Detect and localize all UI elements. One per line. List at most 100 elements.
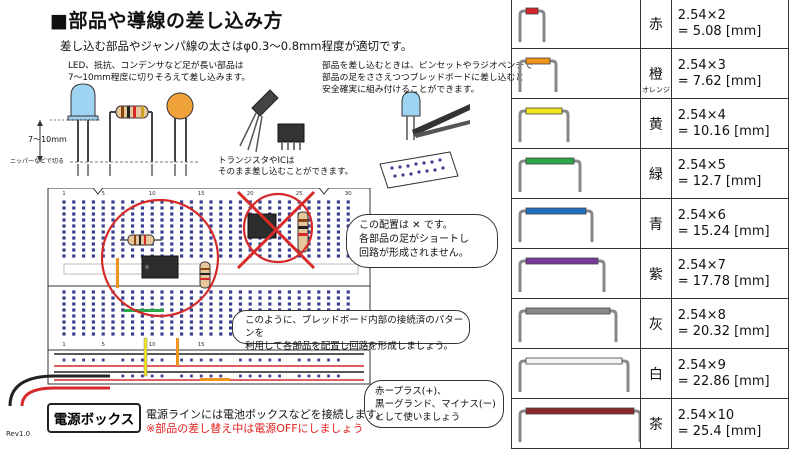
board-hole	[150, 212, 154, 216]
board-hole	[111, 326, 115, 330]
board-hole	[62, 302, 66, 306]
board-hole	[219, 200, 223, 204]
board-hole	[101, 230, 105, 234]
insert-tip-note-line: 安全確実に組み付けることができます。	[322, 85, 480, 95]
board-hole	[150, 230, 154, 234]
rail-hole	[297, 374, 301, 378]
board-hole	[219, 302, 223, 306]
rail-hole	[72, 358, 76, 362]
board-hole	[91, 224, 95, 228]
board-hole	[238, 200, 242, 204]
board-hole	[229, 230, 233, 234]
board-hole	[140, 212, 144, 216]
board-hole	[229, 254, 233, 258]
board-hole	[229, 224, 233, 228]
revision-label: Rev1.0	[6, 430, 31, 438]
board-hole	[91, 320, 95, 324]
hole-grid	[62, 200, 350, 378]
board-hole	[189, 242, 193, 246]
jumper-color-cell: 灰	[640, 298, 672, 349]
column-number: 15	[198, 342, 205, 348]
board-hole	[297, 302, 301, 306]
tweezers-illustration	[401, 91, 470, 140]
rail-hole	[131, 358, 134, 362]
rail-callout-line: 黒ーグランド、マイナス(ー)	[375, 399, 496, 410]
jumper-color-name: 黄	[648, 116, 663, 133]
board-hole	[268, 200, 272, 204]
pattern-callout-line: このように、ブレッドボード内部の接続済のパターンを	[245, 315, 464, 339]
jumper-wire-cell	[511, 148, 641, 199]
rail-hole	[150, 358, 154, 362]
board-hole	[219, 326, 223, 330]
board-hole	[111, 296, 115, 300]
board-hole	[140, 218, 144, 222]
jumper-wire-icon	[518, 407, 642, 442]
jumper-length-formula: 2.54×9	[677, 357, 726, 373]
board-hole	[307, 236, 311, 240]
board-hole	[199, 290, 203, 294]
board-hole	[101, 200, 105, 204]
board-hole	[180, 242, 184, 246]
board-hole	[307, 200, 311, 204]
jumper-length-value: = 17.78 [mm]	[677, 273, 770, 289]
board-hole	[258, 296, 262, 300]
transistor-note-line: トランジスタやICは	[218, 156, 295, 166]
jumper-color-reading: オレンジ	[641, 86, 670, 94]
board-resistor-2	[199, 261, 211, 289]
board-hole	[189, 326, 193, 330]
board-hole	[199, 236, 203, 240]
jumper-wire-cell	[511, 248, 641, 299]
board-hole	[101, 224, 105, 228]
board-hole	[82, 332, 86, 336]
jumper-length-formula: 2.54×8	[677, 307, 726, 323]
board-hole	[160, 302, 164, 306]
board-hole	[336, 296, 340, 300]
board-notch-left	[92, 188, 104, 195]
jumper-length-cell: 2.54×10= 25.4 [mm]	[670, 398, 790, 449]
board-hole	[160, 296, 164, 300]
board-hole	[150, 296, 154, 300]
board-hole	[91, 296, 95, 300]
board-hole	[238, 254, 242, 258]
board-hole	[317, 254, 321, 258]
board-hole	[170, 320, 174, 324]
board-hole	[229, 248, 233, 252]
rail-hole	[101, 358, 105, 362]
board-hole	[150, 218, 154, 222]
board-hole	[327, 218, 331, 222]
board-hole	[140, 224, 144, 228]
board-hole	[111, 236, 115, 240]
board-hole	[199, 254, 203, 258]
jumper-color-cell: 赤	[640, 0, 672, 49]
board-hole	[307, 290, 311, 294]
board-hole	[62, 320, 66, 324]
board-hole	[258, 302, 262, 306]
board-hole	[189, 296, 193, 300]
board-hole	[101, 290, 105, 294]
board-hole	[131, 320, 135, 324]
board-hole	[327, 224, 331, 228]
jumper-wire-lead	[518, 159, 582, 192]
column-number: 30	[345, 191, 352, 197]
board-hole	[209, 248, 213, 252]
board-hole	[111, 314, 115, 318]
board-hole	[287, 230, 291, 234]
board-hole	[336, 302, 340, 306]
jumper-length-value: = 10.16 [mm]	[677, 123, 770, 139]
board-hole	[287, 248, 291, 252]
board-hole	[278, 206, 282, 210]
board-hole	[170, 332, 174, 336]
board-hole	[229, 326, 233, 330]
board-hole	[278, 296, 282, 300]
board-hole	[82, 236, 86, 240]
board-hole	[62, 332, 66, 336]
board-hole	[336, 206, 340, 210]
board-hole	[189, 200, 193, 204]
board-hole	[278, 290, 282, 294]
jumper-color-cell: 紫	[640, 248, 672, 299]
board-hole	[101, 212, 105, 216]
board-hole	[189, 254, 193, 258]
board-hole	[238, 218, 242, 222]
